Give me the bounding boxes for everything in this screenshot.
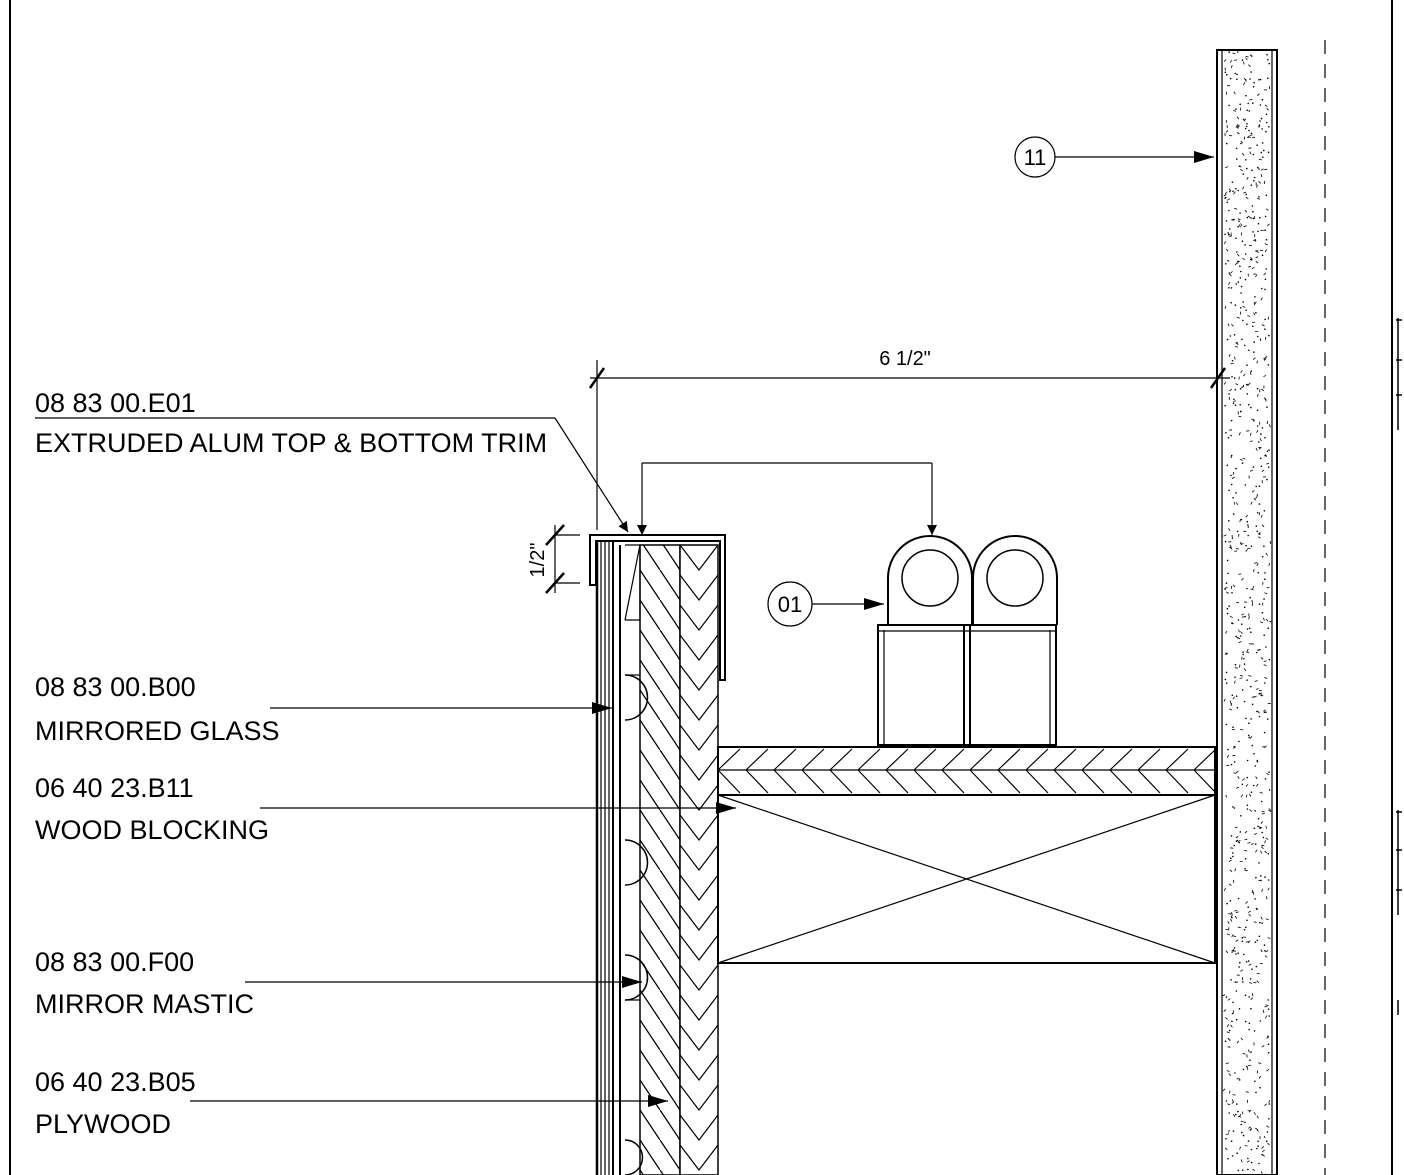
callout-blocking-code: 06 40 23.B11 <box>35 773 194 803</box>
callout-plywood-desc: PLYWOOD <box>35 1109 171 1139</box>
callout-mastic-code: 08 83 00.F00 <box>35 947 194 977</box>
fixture <box>877 535 1058 746</box>
callout-mastic: 08 83 00.F00 MIRROR MASTIC <box>35 947 642 1019</box>
mirror-assembly <box>589 534 726 1175</box>
callout-plywood-code: 06 40 23.B05 <box>35 1067 196 1097</box>
callout-trim-code: 08 83 00.E01 <box>35 388 196 418</box>
tag-wall: 11 <box>1014 136 1214 178</box>
dimension-trim-label: 1/2" <box>527 543 549 578</box>
callout-glass-desc: MIRRORED GLASS <box>35 716 280 746</box>
callout-glass-code: 08 83 00.B00 <box>35 672 196 702</box>
dimension-trim: 1/2" <box>527 524 580 594</box>
sheet-frame <box>9 0 1402 1175</box>
gypsum-wall <box>1216 49 1278 1175</box>
callout-trim: 08 83 00.E01 EXTRUDED ALUM TOP & BOTTOM … <box>35 388 629 533</box>
shelf-and-blocking <box>717 746 1217 964</box>
dimension-overall-label: 6 1/2" <box>879 348 931 370</box>
plywood-layer <box>639 544 719 1175</box>
dimension-overall: 6 1/2" <box>588 348 1230 530</box>
callout-mastic-desc: MIRROR MASTIC <box>35 989 254 1019</box>
tag-fixture: 01 <box>767 581 884 627</box>
tag-fixture-label: 01 <box>778 592 802 617</box>
callout-blocking-desc: WOOD BLOCKING <box>35 815 269 845</box>
callout-glass: 08 83 00.B00 MIRRORED GLASS <box>35 672 612 746</box>
gypsum-speckle <box>1222 51 1273 1175</box>
callout-blocking: 06 40 23.B11 WOOD BLOCKING <box>35 773 736 845</box>
title-block-marks <box>1396 318 1402 1015</box>
callout-plywood: 06 40 23.B05 PLYWOOD <box>35 1067 668 1139</box>
callout-trim-desc: EXTRUDED ALUM TOP & BOTTOM TRIM <box>35 428 547 458</box>
mirrored-glass <box>595 540 621 1175</box>
tag-wall-label: 11 <box>1024 145 1047 170</box>
fixture-clearance-line <box>637 462 937 535</box>
